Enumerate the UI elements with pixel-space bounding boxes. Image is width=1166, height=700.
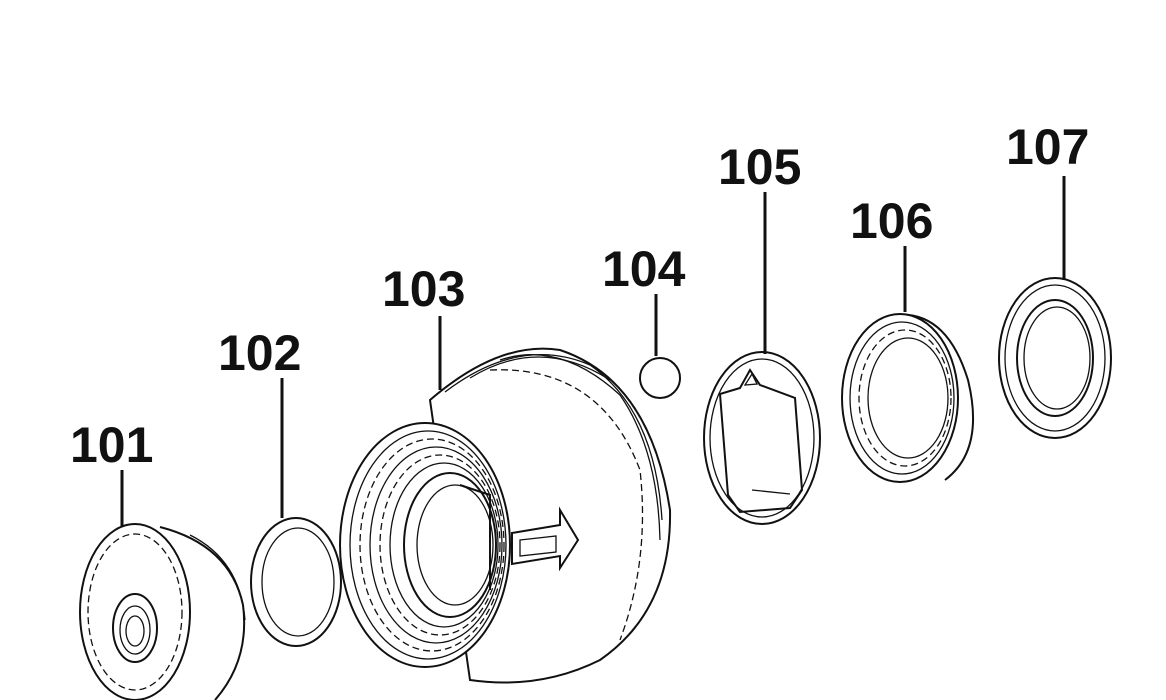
part-label-103: 103 xyxy=(382,261,465,317)
part-label-102: 102 xyxy=(218,325,301,381)
part-101-end-cap xyxy=(79,523,246,700)
part-106-bearing-ring xyxy=(841,313,975,483)
part-105-keyed-washer xyxy=(703,351,821,525)
part-label-105: 105 xyxy=(718,139,801,195)
part-label-107: 107 xyxy=(1006,119,1089,175)
part-102-o-ring xyxy=(250,517,342,647)
part-104-ball xyxy=(639,357,681,399)
part-107-flat-washer xyxy=(998,277,1112,439)
part-label-106: 106 xyxy=(850,193,933,249)
part-label-101: 101 xyxy=(70,417,153,473)
part-103-threaded-housing xyxy=(339,347,672,684)
part-label-104: 104 xyxy=(602,241,686,297)
